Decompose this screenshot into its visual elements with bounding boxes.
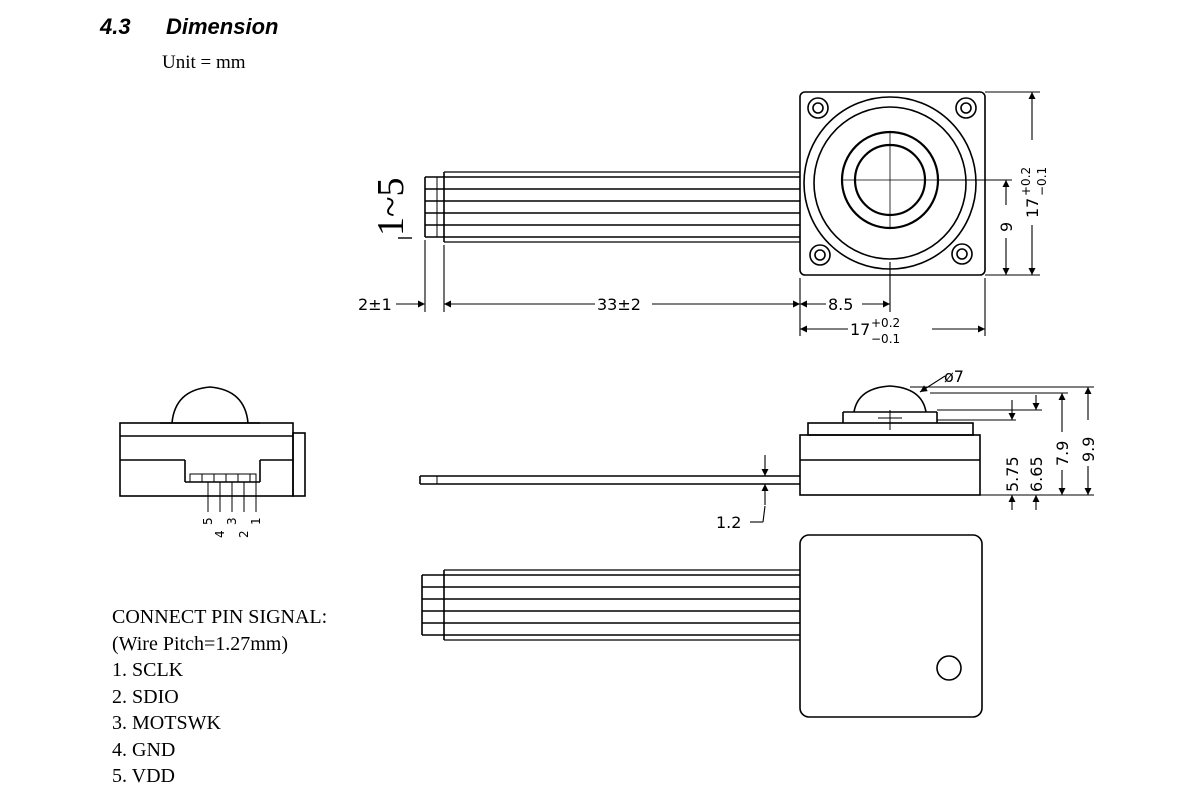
- mount-hole: [809, 244, 831, 266]
- pin-item-1: 1. SCLK: [112, 659, 184, 681]
- pin-number-2: 2: [237, 530, 251, 538]
- top-view-body: [799, 91, 986, 276]
- dim-height-half: 9: [997, 222, 1016, 232]
- bottom-view: [421, 534, 983, 718]
- mount-hole: [955, 97, 977, 119]
- dim-height-base: 17: [1023, 198, 1042, 218]
- pin-signal-list: CONNECT PIN SIGNAL: (Wire Pitch=1.27mm) …: [112, 604, 327, 790]
- dim-h3: 7.9: [1053, 441, 1072, 466]
- unit-note: Unit = mm: [162, 52, 246, 73]
- dim-width-base: 17: [850, 320, 870, 339]
- dim-center: 8.5: [828, 295, 853, 314]
- pin-item-3: 3. MOTSWK: [112, 712, 221, 734]
- mount-hole: [807, 97, 829, 119]
- top-view-wires: [424, 171, 800, 243]
- dim-h2: 6.65: [1027, 456, 1046, 492]
- wire-range-label: 1~5: [370, 177, 412, 236]
- pin-item-4: 4. GND: [112, 738, 176, 761]
- pin-signal-title: CONNECT PIN SIGNAL:: [112, 606, 328, 628]
- pin-number-4: 4: [213, 530, 227, 538]
- dim-h1: 5.75: [1003, 456, 1022, 492]
- dim-width-tol-plus: +0.2: [871, 316, 900, 330]
- pin-number-1: 1: [249, 517, 263, 525]
- dim-cable-thickness: 1.2: [716, 513, 741, 532]
- section-number: 4.3: [100, 14, 131, 39]
- bottom-hole: [936, 655, 962, 681]
- pin-item-2: 2. SDIO: [112, 685, 179, 708]
- top-view: [424, 91, 986, 276]
- dim-cable: 33±2: [597, 295, 641, 314]
- dim-h4: 9.9: [1079, 437, 1098, 462]
- side-view: [419, 385, 981, 496]
- dim-height-tol-plus: +0.2: [1019, 167, 1033, 196]
- pin-number-3: 3: [225, 517, 239, 525]
- front-view: [119, 386, 306, 512]
- dim-height-tol-minus: −0.1: [1035, 167, 1049, 196]
- dim-width-tol-minus: −0.1: [871, 332, 900, 346]
- mount-hole: [951, 243, 973, 265]
- dim-lead: 2±1: [358, 295, 392, 314]
- pin-item-5: 5. VDD: [112, 765, 175, 787]
- dim-ball: ø7: [944, 367, 964, 386]
- pin-number-5: 5: [201, 517, 215, 525]
- section-title: Dimension: [166, 14, 279, 39]
- pin-signal-pitch: (Wire Pitch=1.27mm): [112, 632, 288, 655]
